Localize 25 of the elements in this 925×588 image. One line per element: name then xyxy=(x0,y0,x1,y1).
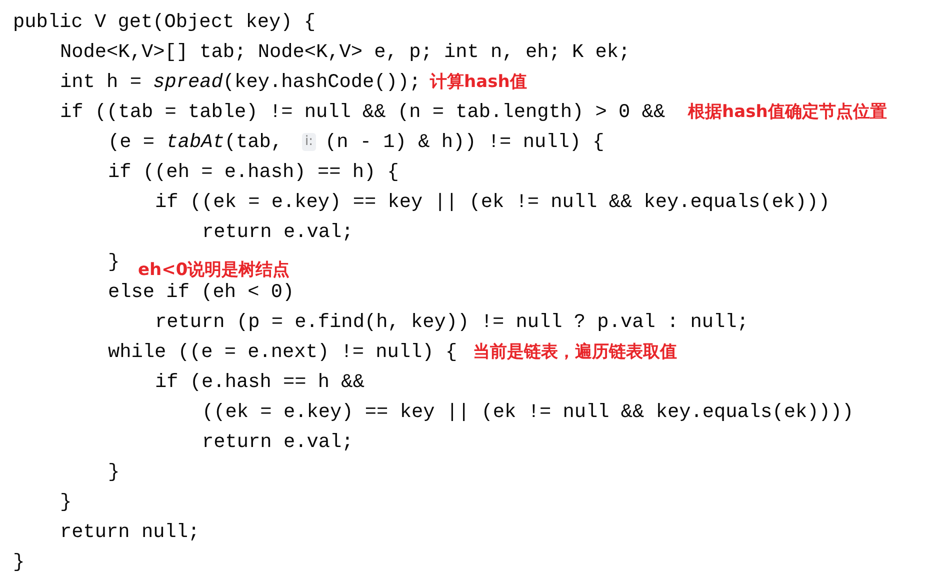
inlay-hint: i: xyxy=(302,133,316,151)
code-line: public V get(Object key) { xyxy=(13,10,316,34)
code-line: if ((ek = e.key) == key || (ek != null && key.equals(ek))) xyxy=(155,190,830,214)
code-line: return null; xyxy=(60,520,200,544)
code-line: return e.val; xyxy=(202,220,354,244)
code-line: Node<K,V>[] tab; Node<K,V> e, p; int n, eh; K ek; xyxy=(60,40,630,64)
code-line: (n - 1) & h)) != null) { xyxy=(325,130,604,154)
code-line: } xyxy=(108,250,120,274)
code-line: int h = spread(key.hashCode()); xyxy=(60,70,421,94)
code-line: (e = tabAt(tab, xyxy=(108,130,283,154)
annotation-text: eh<0说明是树结点 xyxy=(138,259,290,282)
code-line: return e.val; xyxy=(202,430,354,454)
code-line: while ((e = e.next) != null) { xyxy=(108,340,458,364)
code-line: if ((tab = table) != null && (n = tab.length) > 0 && xyxy=(60,100,666,124)
code-line: } xyxy=(60,490,72,514)
code-line: } xyxy=(13,550,25,574)
annotation-text: 计算hash值 xyxy=(430,71,527,94)
code-line: ((ek = e.key) == key || (ek != null && key.equals(ek)))) xyxy=(202,400,854,424)
annotation-text: 根据hash值确定节点位置 xyxy=(688,101,887,124)
code-line: if (e.hash == h && xyxy=(155,370,364,394)
code-line: if ((eh = e.hash) == h) { xyxy=(108,160,399,184)
code-line: } xyxy=(108,460,120,484)
code-line: else if (eh < 0) xyxy=(108,280,294,304)
code-line: return (p = e.find(h, key)) != null ? p.val : null; xyxy=(155,310,748,334)
annotation-text: 当前是链表，遍历链表取值 xyxy=(473,341,677,364)
